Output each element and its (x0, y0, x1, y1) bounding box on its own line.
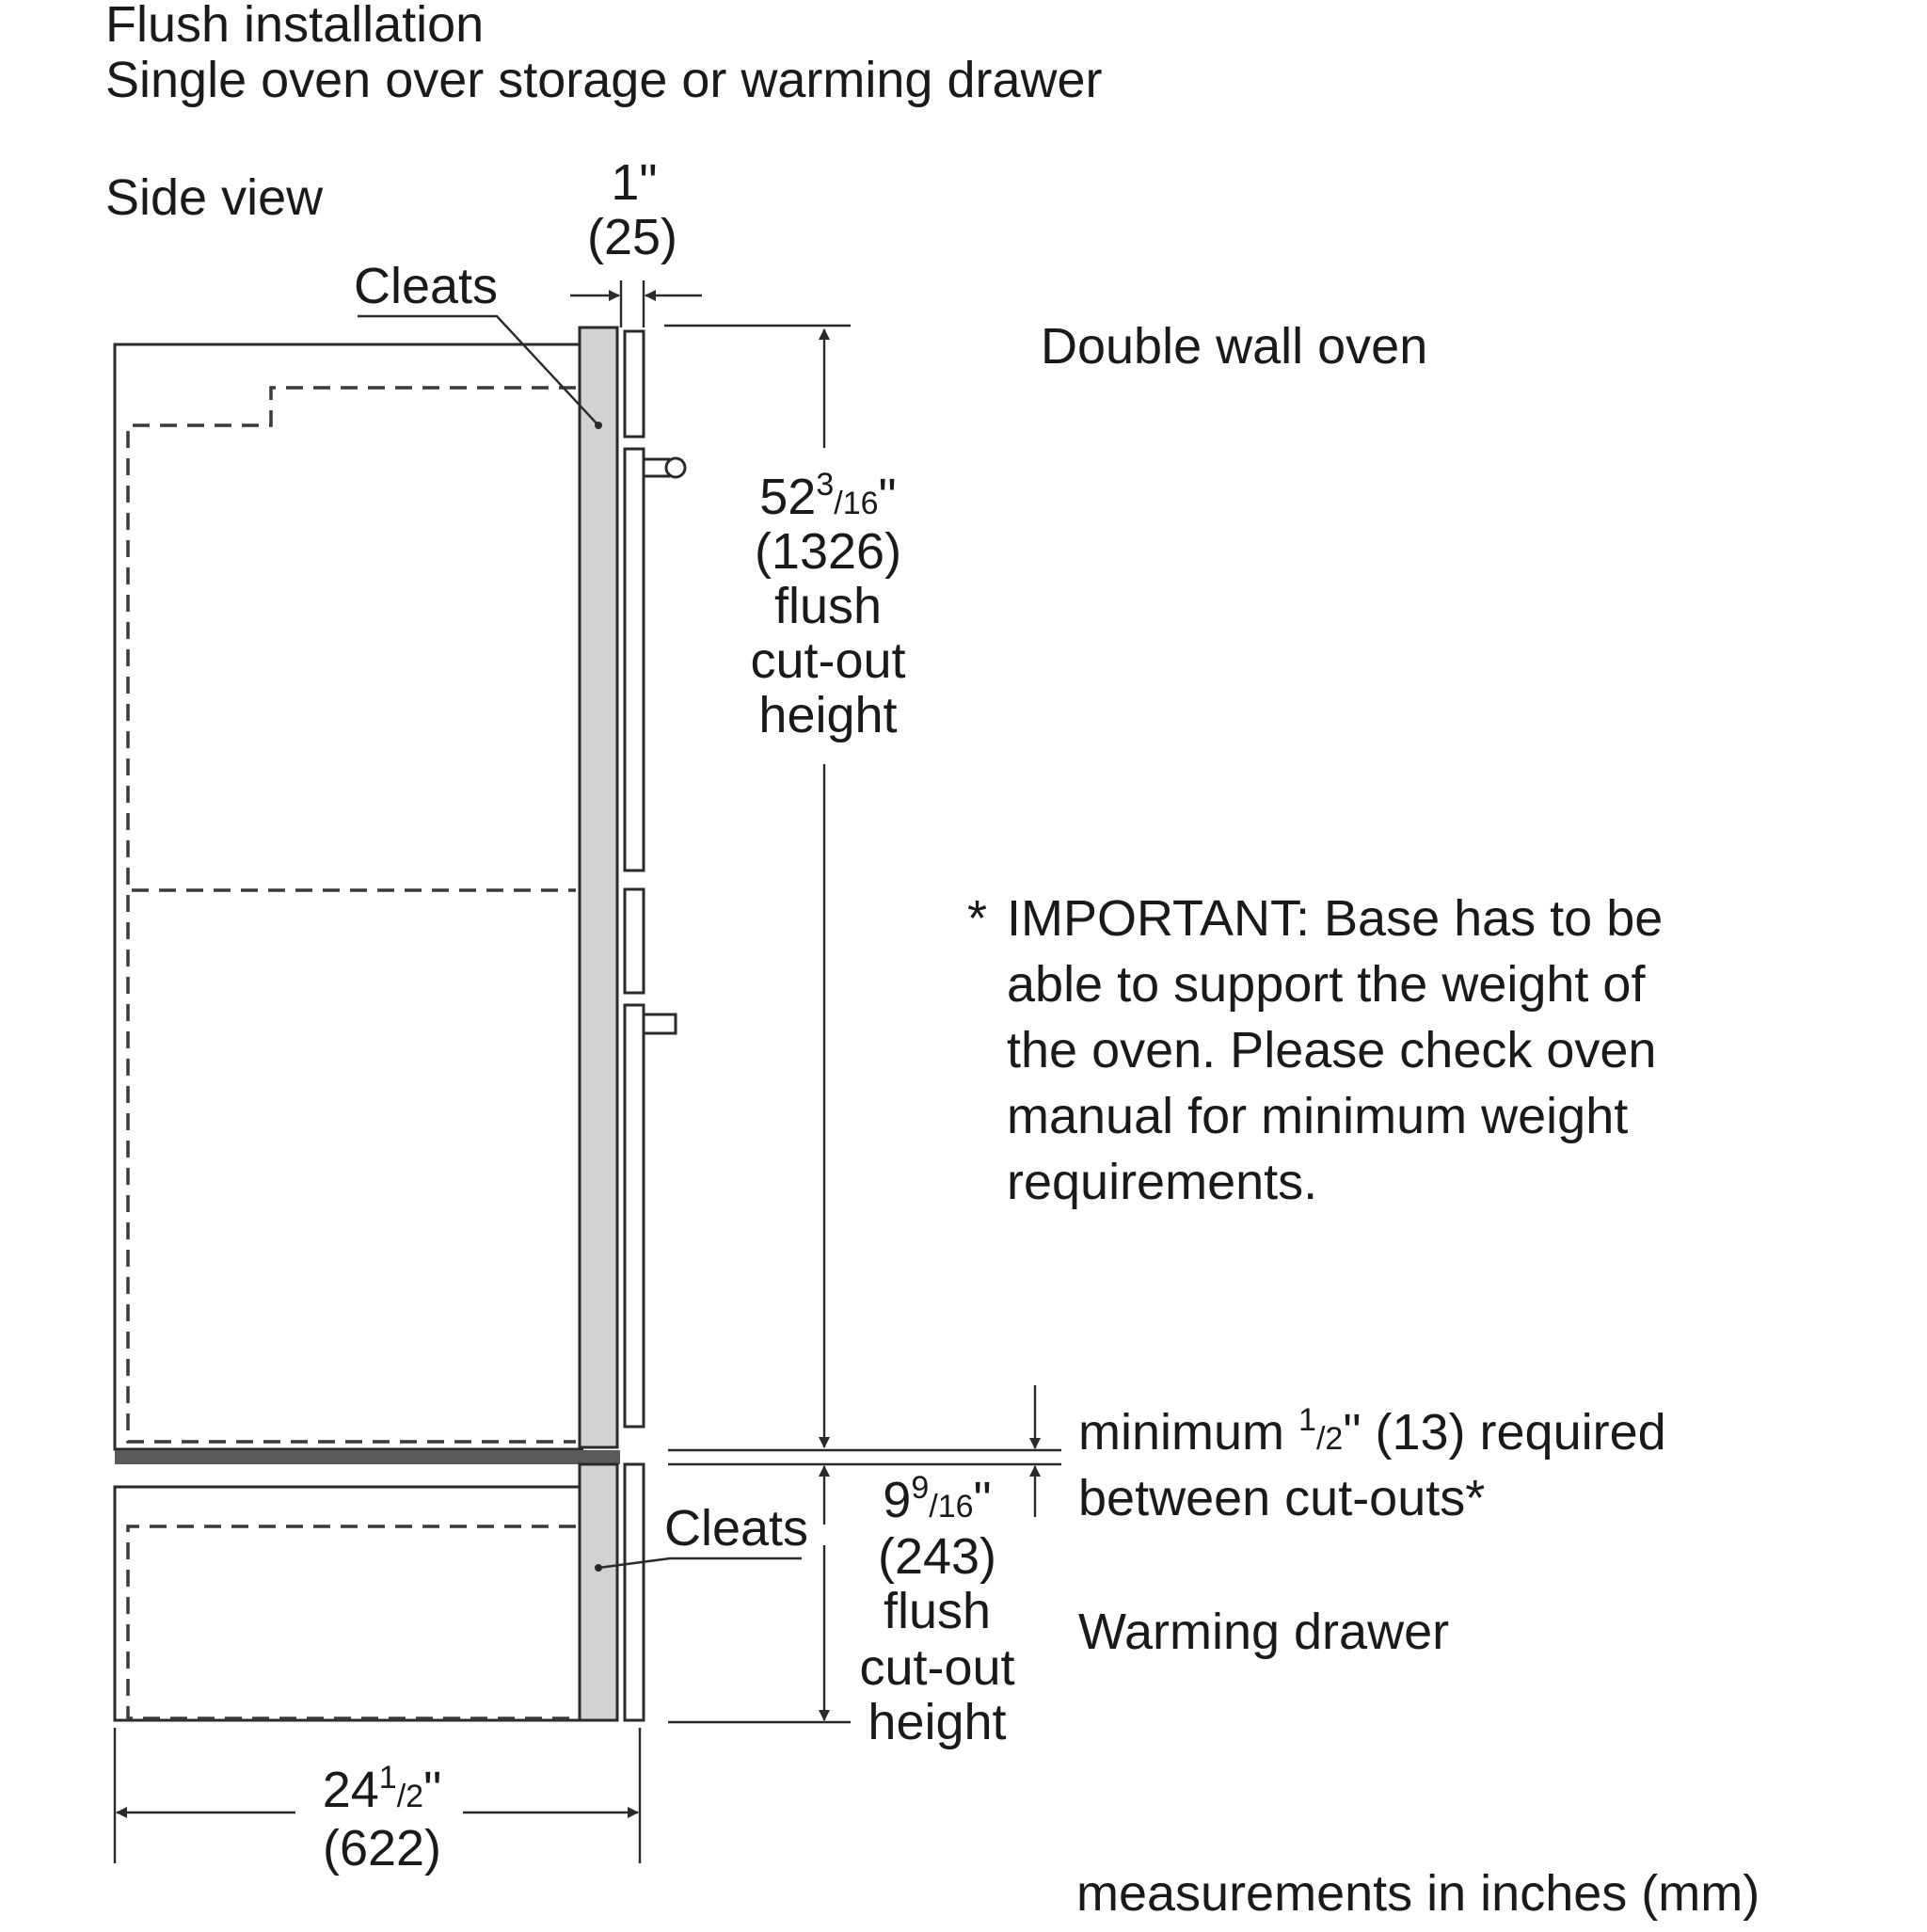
cleat-lower (578, 1462, 619, 1722)
important-note-line-2: able to support the weight of (1007, 956, 1646, 1013)
important-note-line-4: manual for minimum weight (1007, 1088, 1628, 1144)
drawer-cutout-mm: (243) (878, 1528, 996, 1585)
oven-control-panel-lower (623, 887, 645, 995)
warming-drawer-label: Warming drawer (1078, 1604, 1449, 1660)
drawer-cutout-line3: height (868, 1694, 1006, 1750)
minimum-gap-label-line2: between cut-outs* (1078, 1470, 1485, 1526)
cleat-upper (578, 326, 619, 1449)
view-label: Side view (105, 169, 324, 226)
cleats-label-top: Cleats (354, 258, 498, 314)
gap-mm-label: (25) (587, 209, 677, 265)
upper-cabinet (113, 343, 583, 1451)
gap-dimension: 1" (25) (570, 154, 702, 327)
oven-handle-lower (642, 1013, 677, 1035)
base-shelf (115, 1450, 620, 1464)
cleats-leader-bottom-dot (595, 1564, 602, 1572)
measurements-footer: measurements in inches (mm) (1076, 1865, 1760, 1922)
oven-door-upper (623, 447, 645, 872)
drawer-cutout-line2: cut-out (859, 1639, 1014, 1696)
oven-handle-upper-knob (664, 456, 687, 479)
lower-cabinet (113, 1485, 583, 1722)
oven-handle-upper (644, 457, 670, 478)
gap-inches-label: 1" (611, 154, 657, 211)
double-wall-oven-label: Double wall oven (1041, 318, 1427, 375)
cleats-leader-top (358, 314, 599, 426)
depth-mm: (622) (323, 1820, 441, 1876)
oven-cutout-dimension: 523/16" (1326) flush cut-out height (750, 328, 906, 1448)
oven-cutout-fraction: 523/16" (759, 467, 896, 525)
diagram-title: Flush installation (105, 0, 484, 53)
oven-control-panel-upper (623, 329, 645, 439)
important-note-line-1: IMPORTANT: Base has to be (1007, 890, 1663, 947)
important-note-star: * (967, 890, 987, 947)
drawer-cutout-dimension: 99/16" (243) flush cut-out height (819, 1465, 1015, 1750)
depth-fraction: 241/2" (323, 1760, 442, 1818)
drawer-cutout-line1: flush (884, 1583, 991, 1639)
important-note: * IMPORTANT: Base has to be able to supp… (967, 890, 1663, 1210)
drawer-cutout-fraction: 99/16" (883, 1470, 991, 1528)
warming-drawer-front (623, 1462, 645, 1722)
cleats-leader-top-dot (595, 422, 602, 429)
important-note-line-5: requirements. (1007, 1154, 1317, 1210)
important-note-line-3: the oven. Please check oven (1007, 1022, 1656, 1078)
cleats-leader-bottom (597, 1557, 802, 1570)
oven-door-lower (623, 1003, 645, 1429)
cleats-label-bottom: Cleats (664, 1500, 808, 1557)
oven-cutout-mm: (1326) (755, 523, 901, 580)
oven-cutout-line1: flush (774, 578, 882, 634)
oven-cutout-line3: height (758, 687, 897, 743)
depth-dimension: 241/2" (622) (113, 1728, 642, 1876)
diagram-subtitle: Single oven over storage or warming draw… (105, 52, 1103, 108)
minimum-gap-label: minimum 1/2" (13) required (1078, 1402, 1666, 1461)
oven-cutout-line2: cut-out (750, 632, 905, 689)
